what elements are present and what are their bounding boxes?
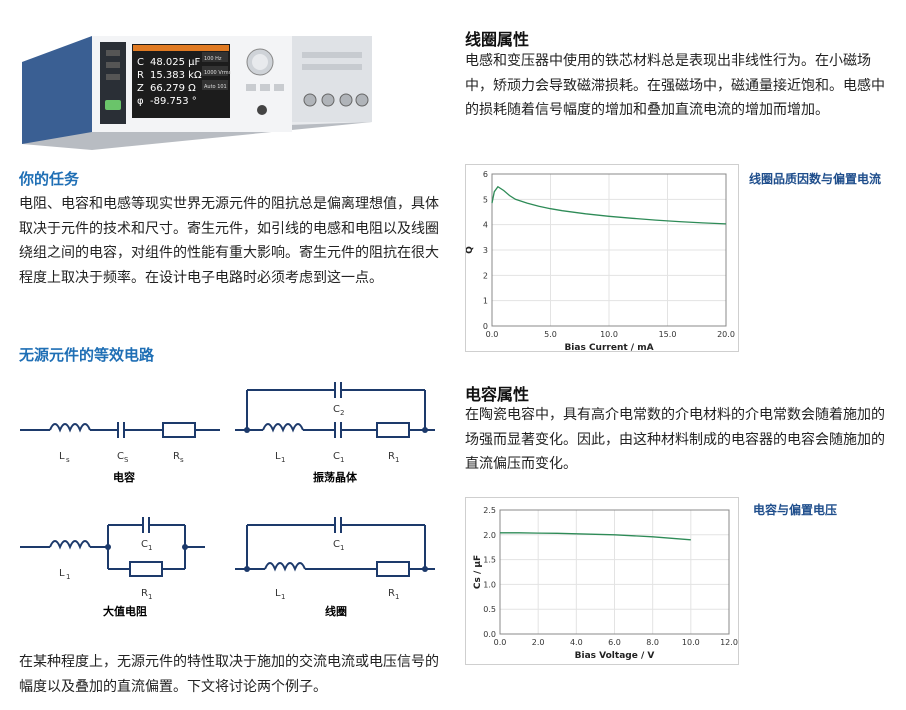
c4-label-c: C — [333, 539, 340, 550]
c2-caption: 振荡晶体 — [313, 470, 358, 484]
y-tick-label: 0 — [483, 322, 488, 331]
readout-label-phi: φ — [137, 96, 144, 107]
y-tick-label: 3 — [483, 246, 488, 255]
c4-label-l: L — [275, 588, 281, 599]
y-tick-label: 2 — [483, 271, 488, 280]
c2-label-c2-sub: 2 — [340, 409, 344, 417]
c1-label-r: R — [173, 451, 180, 462]
x-tick-label: 5.0 — [544, 330, 557, 339]
y-tick-label: 2.5 — [483, 506, 496, 515]
task-heading: 你的任务 — [19, 170, 80, 188]
circuit-capacitor: L s C S R s 电容 — [20, 422, 220, 484]
c3-label-r-sub: 1 — [148, 593, 152, 601]
readout-value-r: 15.383 kΩ — [150, 70, 202, 81]
c3-label-c-sub: 1 — [148, 544, 152, 552]
circuit-resistor: L 1 C 1 R 1 大值电阻 — [20, 517, 205, 618]
c3-label-c: C — [141, 539, 148, 550]
x-axis-label: Bias Current / mA — [564, 343, 653, 351]
c2-label-c2: C — [333, 404, 340, 415]
c2-label-c1-sub: 1 — [340, 456, 344, 464]
cap-text: 在陶瓷电容中，具有高介电常数的介电材料的介电常数会随着施加的场强而显著变化。因此… — [465, 407, 885, 472]
x-tick-label: 6.0 — [608, 638, 621, 647]
plot-frame — [491, 173, 727, 327]
side-button-3: Auto 101 — [204, 84, 227, 90]
c4-label-c-sub: 1 — [340, 544, 344, 552]
c4-label-l-sub: 1 — [281, 593, 285, 601]
c1-label-l-sub: s — [66, 456, 70, 464]
y-tick-label: 6 — [483, 170, 488, 179]
readout-label-c: C — [137, 57, 144, 68]
cap-chart-caption: 电容与偏置电压 — [753, 503, 838, 517]
y-tick-label: 1 — [483, 297, 488, 306]
x-tick-label: 0.0 — [494, 638, 507, 647]
series-line — [500, 532, 691, 541]
series-line — [491, 185, 727, 225]
c1-label-c: C — [117, 451, 124, 462]
c2-label-l-sub: 1 — [281, 456, 285, 464]
plot-frame — [499, 509, 730, 635]
readout-value-z: 66.279 Ω — [150, 83, 196, 94]
coil-text: 电感和变压器中使用的铁芯材料总是表现出非线性行为。在小磁场中，矫顽力会导致磁滞损… — [465, 53, 885, 118]
y-tick-label: 0.5 — [483, 605, 496, 614]
c2-label-r: R — [388, 451, 395, 462]
task-text: 电阻、电容和电感等现实世界无源元件的阻抗总是偏离理想值，具体取决于元件的技术和尺… — [19, 196, 439, 286]
c4-label-r-sub: 1 — [395, 593, 399, 601]
cap-chart-box: 0.0 2.0 4.0 6.0 8.0 10.0 12.0 0.0 0.5 1.0 1.5 2.0 2.… — [465, 497, 739, 665]
c3-label-l-sub: 1 — [66, 573, 70, 581]
circuit-crystal: C 2 L 1 C 1 R 1 振荡晶体 — [235, 382, 435, 484]
x-tick-label: 10.0 — [682, 638, 700, 647]
device-image: C 48.025 µF R 15.383 kΩ Z 66.279 Ω φ -89… — [12, 22, 382, 150]
cap-heading: 电容属性 — [465, 385, 530, 404]
circuit-coil: C 1 L 1 R 1 线圈 — [235, 517, 435, 618]
cap-cs-chart: 0.0 2.0 4.0 6.0 8.0 10.0 12.0 0.0 0.5 1.0 1.5 2.0 2.… — [473, 506, 738, 661]
x-tick-label: 4.0 — [570, 638, 583, 647]
c1-label-c-sub: S — [124, 456, 129, 464]
readout-value-phi: -89.753 ° — [150, 96, 197, 107]
bottom-text: 在某种程度上，无源元件的特性取决于施加的交流电流或电压信号的幅度以及叠加的直流偏… — [19, 654, 439, 695]
c3-label-r: R — [141, 588, 148, 599]
side-button-2: 1000 Vrms — [204, 70, 232, 76]
equiv-circuits: L s C S R s 电容 C 2 L 1 C 1 R 1 振荡晶体 — [20, 382, 435, 618]
c2-label-r-sub: 1 — [395, 456, 399, 464]
side-button-1: 100 Hz — [204, 56, 222, 62]
readout-label-z: Z — [137, 83, 144, 94]
c3-label-l: L — [59, 568, 65, 579]
y-tick-label: 5 — [483, 195, 488, 204]
c4-caption: 线圈 — [325, 604, 347, 618]
y-tick-label: 1.0 — [483, 580, 496, 589]
y-tick-label: 2.0 — [483, 531, 496, 540]
c3-caption: 大值电阻 — [103, 604, 147, 618]
x-tick-label: 10.0 — [600, 330, 618, 339]
y-tick-label: 1.5 — [483, 556, 496, 565]
y-axis-label: Cs / µF — [473, 555, 483, 589]
equiv-heading: 无源元件的等效电路 — [19, 346, 155, 364]
x-tick-label: 8.0 — [646, 638, 659, 647]
c1-label-l: L — [59, 451, 65, 462]
x-axis-label: Bias Voltage / V — [575, 651, 655, 661]
coil-chart-caption: 线圈品质因数与偏置电流 — [749, 172, 882, 186]
c4-label-r: R — [388, 588, 395, 599]
coil-heading: 线圈属性 — [465, 30, 530, 49]
y-tick-label: 0.0 — [483, 630, 496, 639]
c2-label-c1: C — [333, 451, 340, 462]
y-tick-label: 4 — [483, 221, 488, 230]
x-tick-label: 2.0 — [532, 638, 545, 647]
c1-caption: 电容 — [113, 470, 135, 484]
x-tick-label: 20.0 — [717, 330, 735, 339]
c1-label-r-sub: s — [180, 456, 184, 464]
y-axis-label: Q — [466, 246, 475, 254]
readout-label-r: R — [137, 70, 144, 81]
x-tick-label: 0.0 — [486, 330, 499, 339]
x-tick-label: 15.0 — [659, 330, 677, 339]
readout-value-c: 48.025 µF — [150, 57, 201, 68]
x-tick-label: 12.0 — [720, 638, 738, 647]
c2-label-l: L — [275, 451, 281, 462]
